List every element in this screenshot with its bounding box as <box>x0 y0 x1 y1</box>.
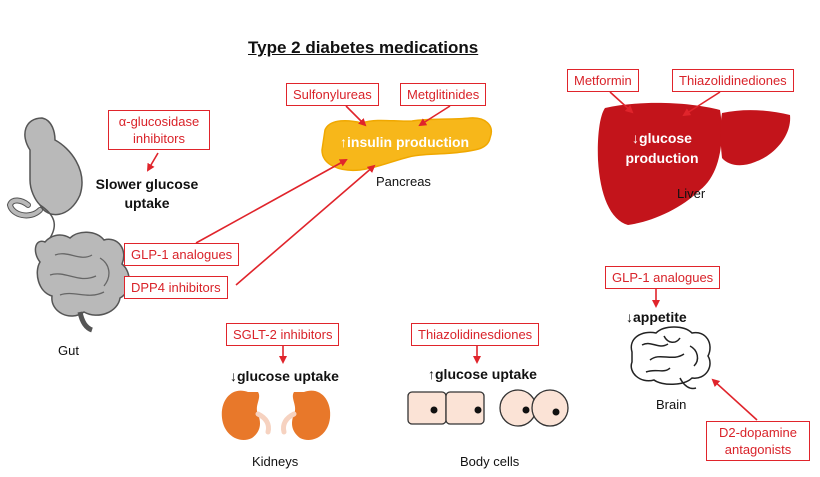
organ-label-gut: Gut <box>58 343 79 358</box>
effect-gut: Slower glucose uptake <box>92 175 202 213</box>
drug-box-thiazolidinediones-liver: Thiazolidinediones <box>672 69 794 92</box>
effect-kidneys: ↓glucose uptake <box>230 368 339 384</box>
drug-box-metglitinides: Metglitinides <box>400 83 487 106</box>
arrow-alpha-to-gut <box>146 152 159 172</box>
arrow-d2 <box>711 378 758 421</box>
drug-label: inhibitors <box>132 131 186 146</box>
effect-gut-line1: Slower glucose <box>95 176 199 192</box>
body-cells-illustration <box>407 389 569 427</box>
drug-box-glp1-pancreas: GLP-1 analogues <box>124 243 240 266</box>
organ-label-pancreas: Pancreas <box>376 174 431 189</box>
drug-box-thiazolidinediones-cells: Thiazolidinesdiones <box>411 323 540 346</box>
drug-label: antagonists <box>724 442 792 457</box>
drug-box-metformin: Metformin <box>567 69 639 92</box>
arrow-thiazolidinediones-liver <box>682 91 721 117</box>
drug-box-glp1-brain: GLP-1 analogues <box>605 266 721 289</box>
gut-illustration <box>6 117 130 333</box>
drug-box-sulfonylureas: Sulfonylureas <box>286 83 379 106</box>
drug-box-dpp4: DPP4 inhibitors <box>124 276 228 299</box>
drug-label: D2-dopamine <box>718 425 798 440</box>
effect-brain: ↓appetite <box>626 309 687 325</box>
arrow-dpp4 <box>235 164 376 286</box>
arrow-metglitinides <box>418 105 451 127</box>
arrows <box>146 91 758 421</box>
drug-label: α-glucosidase <box>118 114 200 129</box>
effect-liver-line1: ↓glucose <box>632 130 692 146</box>
effect-body-cells: ↑glucose uptake <box>428 366 537 382</box>
organ-label-body-cells: Body cells <box>460 454 520 469</box>
organ-label-liver: Liver <box>677 186 706 201</box>
arrow-metformin <box>609 91 634 114</box>
liver-illustration <box>597 102 791 225</box>
arrow-glp1-pancreas <box>195 159 348 244</box>
effect-pancreas: ↑insulin production <box>340 134 470 150</box>
drug-box-d2-dopamine: D2-dopamine antagonists <box>706 421 810 461</box>
drug-box-sglt2: SGLT-2 inhibitors <box>226 323 340 346</box>
effect-liver: ↓glucose production <box>612 128 712 168</box>
organ-label-kidneys: Kidneys <box>252 454 299 469</box>
effect-liver-line2: production <box>625 150 699 166</box>
brain-illustration <box>630 326 711 390</box>
kidneys-illustration <box>221 390 331 440</box>
effect-gut-line2: uptake <box>124 195 170 211</box>
page-title: Type 2 diabetes medications <box>248 38 479 57</box>
organ-label-brain: Brain <box>656 397 687 412</box>
drug-box-alpha-glucosidase: α-glucosidase inhibitors <box>108 110 210 150</box>
arrow-sulfonylureas <box>345 105 367 127</box>
